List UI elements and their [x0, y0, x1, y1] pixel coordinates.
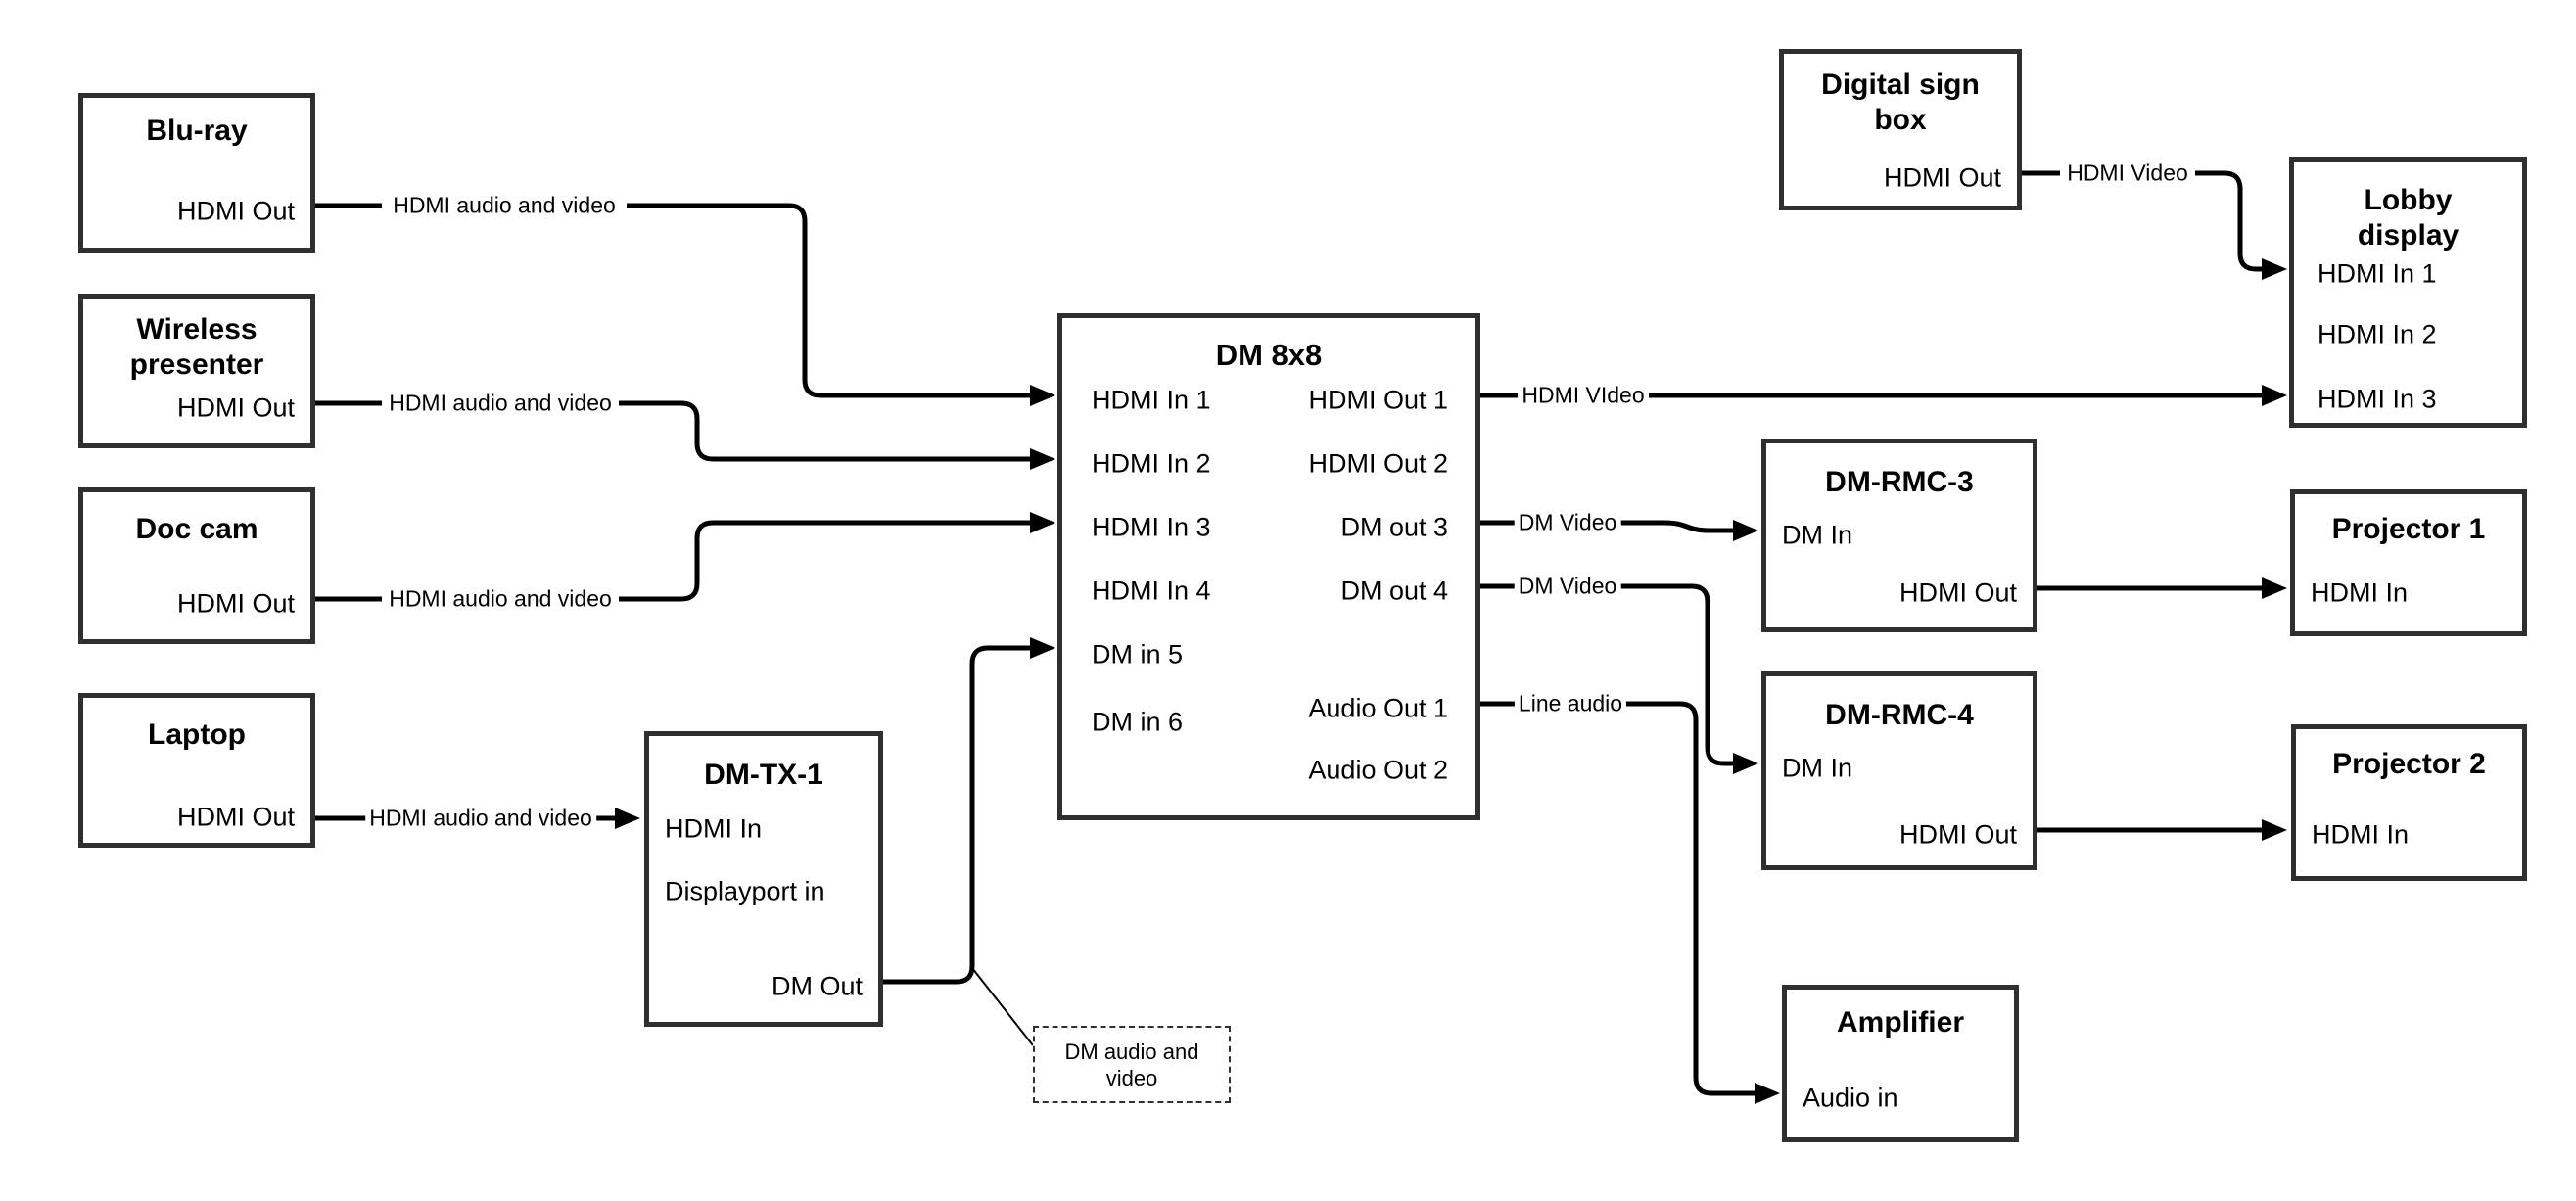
wire-label-hdmi-av-4: HDMI audio and video [365, 807, 596, 830]
port-hdmi-out: HDMI Out [176, 393, 295, 423]
wire-dmtx1-to-dm8x8 [882, 637, 1055, 985]
node-wireless-presenter: Wireless presenter HDMI Out [78, 294, 315, 448]
port-displayport-in: Displayport in [665, 876, 825, 906]
port-audio-in: Audio in [1803, 1083, 1898, 1113]
annotation-text: DM audio and video [1064, 1039, 1199, 1090]
port-hdmi-in-2: HDMI In 2 [1092, 448, 1211, 479]
arrowhead [1733, 753, 1758, 774]
port-hdmi-out-1: HDMI Out 1 [1308, 385, 1448, 415]
port-hdmi-out: HDMI Out [1898, 819, 2017, 850]
wire-rmc4-to-projector2 [2037, 819, 2287, 841]
wire-wireless-to-dm8x8 [313, 400, 1055, 470]
arrowhead [1030, 385, 1055, 406]
node-title: DM-RMC-4 [1825, 699, 1974, 731]
port-hdmi-in-3: HDMI In 3 [2318, 384, 2437, 414]
port-hdmi-in-4: HDMI In 4 [1092, 576, 1211, 606]
port-dm-out-3: DM out 3 [1340, 512, 1448, 542]
port-hdmi-in: HDMI In [665, 813, 763, 844]
port-dm-out: DM Out [771, 971, 863, 1001]
port-hdmi-in-1: HDMI In 1 [2318, 258, 2437, 289]
wire-label-line-audio: Line audio [1514, 692, 1627, 716]
node-doc-cam: Doc cam HDMI Out [78, 487, 315, 644]
annotation-dm-audio-video: DM audio and video [1033, 1026, 1231, 1103]
wire-dm8x8-out1-to-lobby [1480, 385, 2287, 406]
port-hdmi-out: HDMI Out [176, 196, 295, 226]
wire-dsb-to-lobby [2021, 170, 2287, 280]
wire-dm8x8-out3-to-rmc3 [1480, 520, 1758, 541]
arrowhead [2262, 819, 2287, 841]
node-dm-tx-1: DM-TX-1 HDMI In Displayport in DM Out [644, 731, 883, 1027]
annotation-callout-line [971, 967, 1034, 1046]
node-title: Projector 1 [2331, 513, 2486, 545]
arrowhead [1030, 512, 1055, 533]
node-dm-8x8: DM 8x8 HDMI In 1 HDMI In 2 HDMI In 3 HDM… [1057, 313, 1480, 820]
node-title: DM-TX-1 [704, 759, 823, 791]
port-hdmi-in-1: HDMI In 1 [1092, 385, 1211, 415]
wire-label-hdmi-video: HDMI Video [2063, 162, 2192, 185]
wire-label-dm-video-2: DM Video [1514, 575, 1621, 598]
node-title: Blu-ray [146, 115, 248, 147]
arrowhead [1733, 520, 1758, 541]
arrowhead [2262, 258, 2287, 280]
node-title: Digital sign box [1821, 69, 1980, 136]
node-title: Projector 2 [2332, 748, 2486, 780]
port-hdmi-out: HDMI Out [1883, 162, 2001, 193]
node-title: DM 8x8 [1215, 338, 1323, 372]
arrowhead [2262, 577, 2287, 599]
arrowhead [2262, 385, 2287, 406]
port-hdmi-in-3: HDMI In 3 [1092, 512, 1211, 542]
wire-label-hdmi-av-3: HDMI audio and video [385, 587, 616, 611]
node-title: Laptop [148, 718, 246, 751]
port-hdmi-in: HDMI In [2311, 577, 2409, 608]
arrowhead [615, 808, 640, 829]
wire-label-hdmi-av-1: HDMI audio and video [389, 194, 620, 217]
wire-dm8x8-audio1-to-amplifier [1480, 701, 1780, 1104]
port-hdmi-in: HDMI In [2312, 819, 2410, 850]
port-hdmi-out: HDMI Out [176, 588, 295, 619]
wire-dm8x8-out4-to-rmc4 [1480, 583, 1758, 774]
port-dm-in-6: DM in 6 [1092, 707, 1184, 737]
node-bluray: Blu-ray HDMI Out [78, 93, 315, 253]
port-dm-in: DM In [1782, 753, 1853, 783]
port-audio-out-1: Audio Out 1 [1308, 693, 1448, 723]
wire-label-dm-video-1: DM Video [1514, 511, 1621, 534]
arrowhead [1030, 637, 1055, 659]
wire-bluray-to-dm8x8 [313, 203, 1055, 406]
port-dm-in: DM In [1782, 520, 1853, 550]
port-hdmi-in-2: HDMI In 2 [2318, 319, 2437, 349]
node-dm-rmc-4: DM-RMC-4 DM In HDMI Out [1761, 671, 2037, 870]
node-amplifier: Amplifier Audio in [1782, 985, 2019, 1142]
arrowhead [1755, 1083, 1780, 1104]
port-hdmi-out: HDMI Out [176, 802, 295, 832]
port-audio-out-2: Audio Out 2 [1308, 755, 1448, 785]
port-dm-out-4: DM out 4 [1340, 576, 1448, 606]
node-title: Lobby display [2357, 184, 2459, 252]
port-hdmi-out-2: HDMI Out 2 [1308, 448, 1448, 479]
wire-label-hdmi-av-2: HDMI audio and video [385, 392, 616, 415]
node-laptop: Laptop HDMI Out [78, 693, 315, 848]
port-hdmi-out: HDMI Out [1898, 577, 2017, 608]
wire-rmc3-to-projector1 [2037, 577, 2287, 599]
node-title: Amplifier [1836, 1006, 1965, 1039]
node-title: Wireless presenter [129, 313, 264, 381]
node-dm-rmc-3: DM-RMC-3 DM In HDMI Out [1761, 439, 2037, 632]
arrowhead [1030, 448, 1055, 470]
node-lobby-display: Lobby display HDMI In 1 HDMI In 2 HDMI I… [2289, 157, 2527, 428]
wire-label-hdmi-video-typo: HDMI VIdeo [1518, 384, 1649, 407]
wire-laptop-to-dmtx1 [313, 808, 640, 829]
node-projector-1: Projector 1 HDMI In [2290, 489, 2527, 636]
node-title: Doc cam [135, 513, 258, 545]
node-digital-sign-box: Digital sign box HDMI Out [1779, 49, 2022, 210]
node-projector-2: Projector 2 HDMI In [2291, 724, 2527, 881]
node-title: DM-RMC-3 [1825, 466, 1974, 498]
port-dm-in-5: DM in 5 [1092, 639, 1184, 670]
wire-doccam-to-dm8x8 [313, 512, 1055, 602]
